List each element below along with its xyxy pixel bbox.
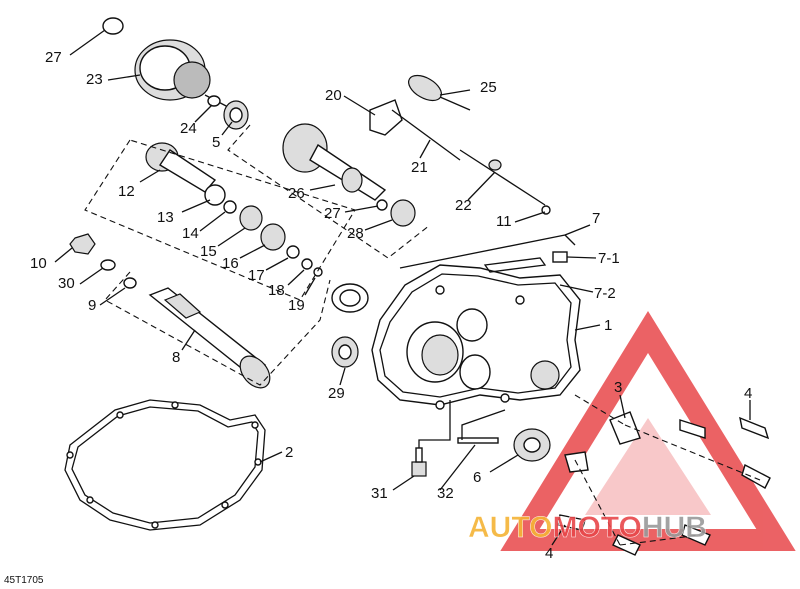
label-12: 12 [118,183,135,200]
label-18: 18 [268,282,285,299]
label-20: 20 [325,87,342,104]
gasket [64,399,266,531]
bolt-set [557,394,771,556]
label-29: 29 [328,385,345,402]
label-27: 27 [45,49,62,66]
label-2: 2 [285,444,293,461]
label-15: 15 [200,243,217,260]
watermark-moto: MOTO [552,511,641,544]
label-26: 26 [288,185,305,202]
watermark-text: AUTOMOTOHUB [468,511,707,545]
label-19: 19 [288,297,305,314]
guide-7 [399,234,576,273]
label-9: 9 [88,297,96,314]
dashed-guide-12 [84,139,356,301]
label-7: 7 [592,210,600,227]
dashed-guide-26 [227,124,431,259]
shaft-8 [148,287,271,389]
label-13: 13 [157,209,174,226]
part-labels: 27 23 24 5 12 13 14 15 16 17 18 19 20 21… [4,49,752,586]
label-32: 32 [437,485,454,502]
label-28: 28 [347,225,364,242]
oil-seal-29 [331,283,369,368]
label-8: 8 [172,349,180,366]
watermark-auto: AUTO [468,511,552,544]
label-30: 30 [58,275,75,292]
watermark-logo [500,311,796,551]
label-14: 14 [182,225,199,242]
label-27b: 27 [324,205,341,222]
svg-text:AUTOMOTOHUB: AUTOMOTOHUB [468,511,707,544]
shaft-26 [282,123,416,227]
label-7-2: 7-2 [594,285,616,302]
label-4b: 4 [545,545,553,562]
label-23: 23 [86,71,103,88]
dashed-guide-8 [104,271,331,386]
label-24: 24 [180,120,197,137]
crankcase-cover [371,264,581,410]
bearing-5 [207,95,249,130]
label-16: 16 [222,255,239,272]
clutch-assembly-23 [102,17,231,109]
seal-6 [513,428,551,462]
label-4a: 4 [744,385,752,402]
label-17: 17 [248,267,265,284]
bolt-31 [411,400,506,477]
label-31: 31 [371,485,388,502]
shaft-12 [145,142,323,277]
label-25: 25 [480,79,497,96]
label-11: 11 [496,213,512,230]
leader-lines [54,29,751,546]
label-1: 1 [604,317,612,334]
label-21: 21 [411,159,428,176]
label-3: 3 [614,379,622,396]
watermark-hub: HUB [642,511,707,544]
diagram-code: 45T1705 [4,575,44,586]
label-22: 22 [455,197,472,214]
shift-fork-20 [369,74,551,215]
nut-10 [69,233,137,289]
label-7-1: 7-1 [598,250,620,267]
label-5: 5 [212,134,220,151]
label-6: 6 [473,469,481,486]
label-10: 10 [30,255,47,272]
